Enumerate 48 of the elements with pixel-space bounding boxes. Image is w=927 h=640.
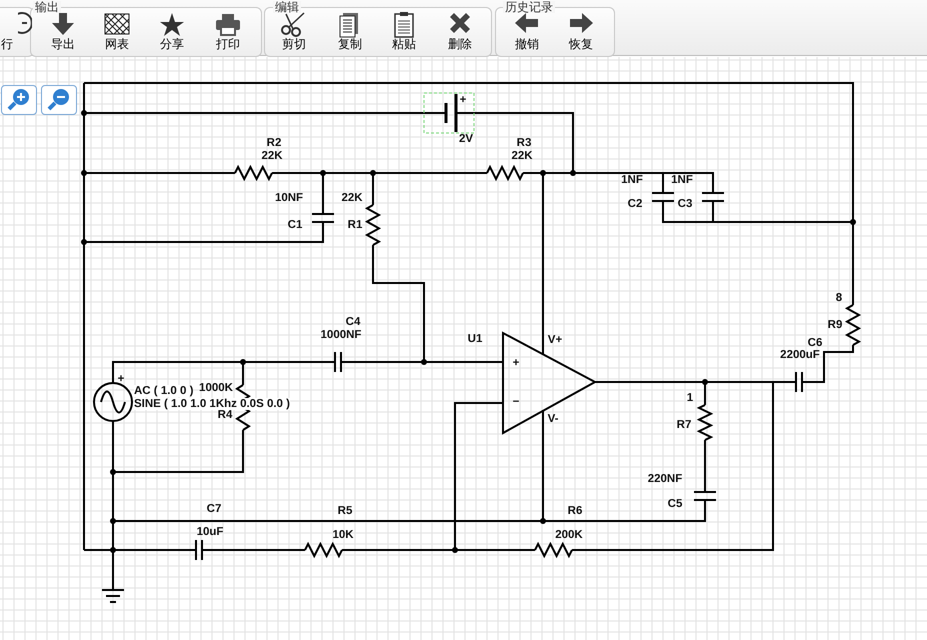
source-parameters: AC ( 1.0 0 )	[134, 385, 194, 397]
component-label: C2	[628, 198, 642, 210]
redo-button: 恢复	[556, 9, 606, 53]
value-label: 1000NF	[320, 329, 362, 341]
value-label: 1NF	[671, 174, 693, 186]
value-label: 10K	[332, 529, 354, 541]
value-label: 1NF	[621, 174, 643, 186]
value-label: 8	[836, 292, 842, 304]
value-label: 1	[686, 392, 694, 404]
polarity-sign: −	[512, 396, 520, 408]
component-label: R9	[828, 319, 842, 331]
print-button: 打印	[203, 9, 253, 53]
component-label: C7	[206, 503, 222, 515]
pin-label: V+	[548, 334, 562, 346]
component-label: R2	[266, 137, 282, 149]
polarity-sign: +	[118, 373, 124, 385]
component-label: C4	[346, 316, 360, 328]
component-label: R3	[516, 137, 532, 149]
value-label: 10uF	[196, 526, 224, 538]
value-label: 1000K	[199, 382, 233, 394]
value-label: 22K	[261, 150, 283, 162]
netlist-button: 网表	[92, 9, 142, 53]
polarity-sign: +	[460, 94, 466, 106]
component-label: R1	[348, 219, 362, 231]
component-label: C3	[678, 198, 692, 210]
component-label: R6	[568, 505, 582, 517]
value-label: 200K	[555, 529, 583, 541]
share-button: 分享	[147, 9, 197, 53]
polarity-sign: +	[512, 357, 520, 369]
value-label: 22K	[341, 192, 363, 204]
component-label: C6	[808, 337, 822, 349]
component-label: R5	[338, 505, 352, 517]
component-label: C5	[668, 498, 682, 510]
value-label: 220NF	[648, 473, 682, 485]
component-label: R7	[676, 419, 692, 431]
delete-button: 删除	[435, 9, 485, 53]
value-label: 10NF	[274, 192, 304, 204]
component-label: R4	[218, 409, 232, 421]
copy-button: 复制	[325, 9, 375, 53]
value-label: 2V	[458, 133, 474, 145]
pin-label: V-	[548, 413, 558, 425]
component-label: U1	[468, 333, 482, 345]
component-label: C1	[288, 219, 302, 231]
value-label: 2200uF	[780, 349, 820, 361]
paste-button: 粘贴	[379, 9, 429, 53]
source-parameters: SINE ( 1.0 1.0 1Khz 0.0S 0.0 )	[134, 398, 290, 410]
button: 行	[0, 9, 32, 53]
value-label: 22K	[511, 150, 533, 162]
